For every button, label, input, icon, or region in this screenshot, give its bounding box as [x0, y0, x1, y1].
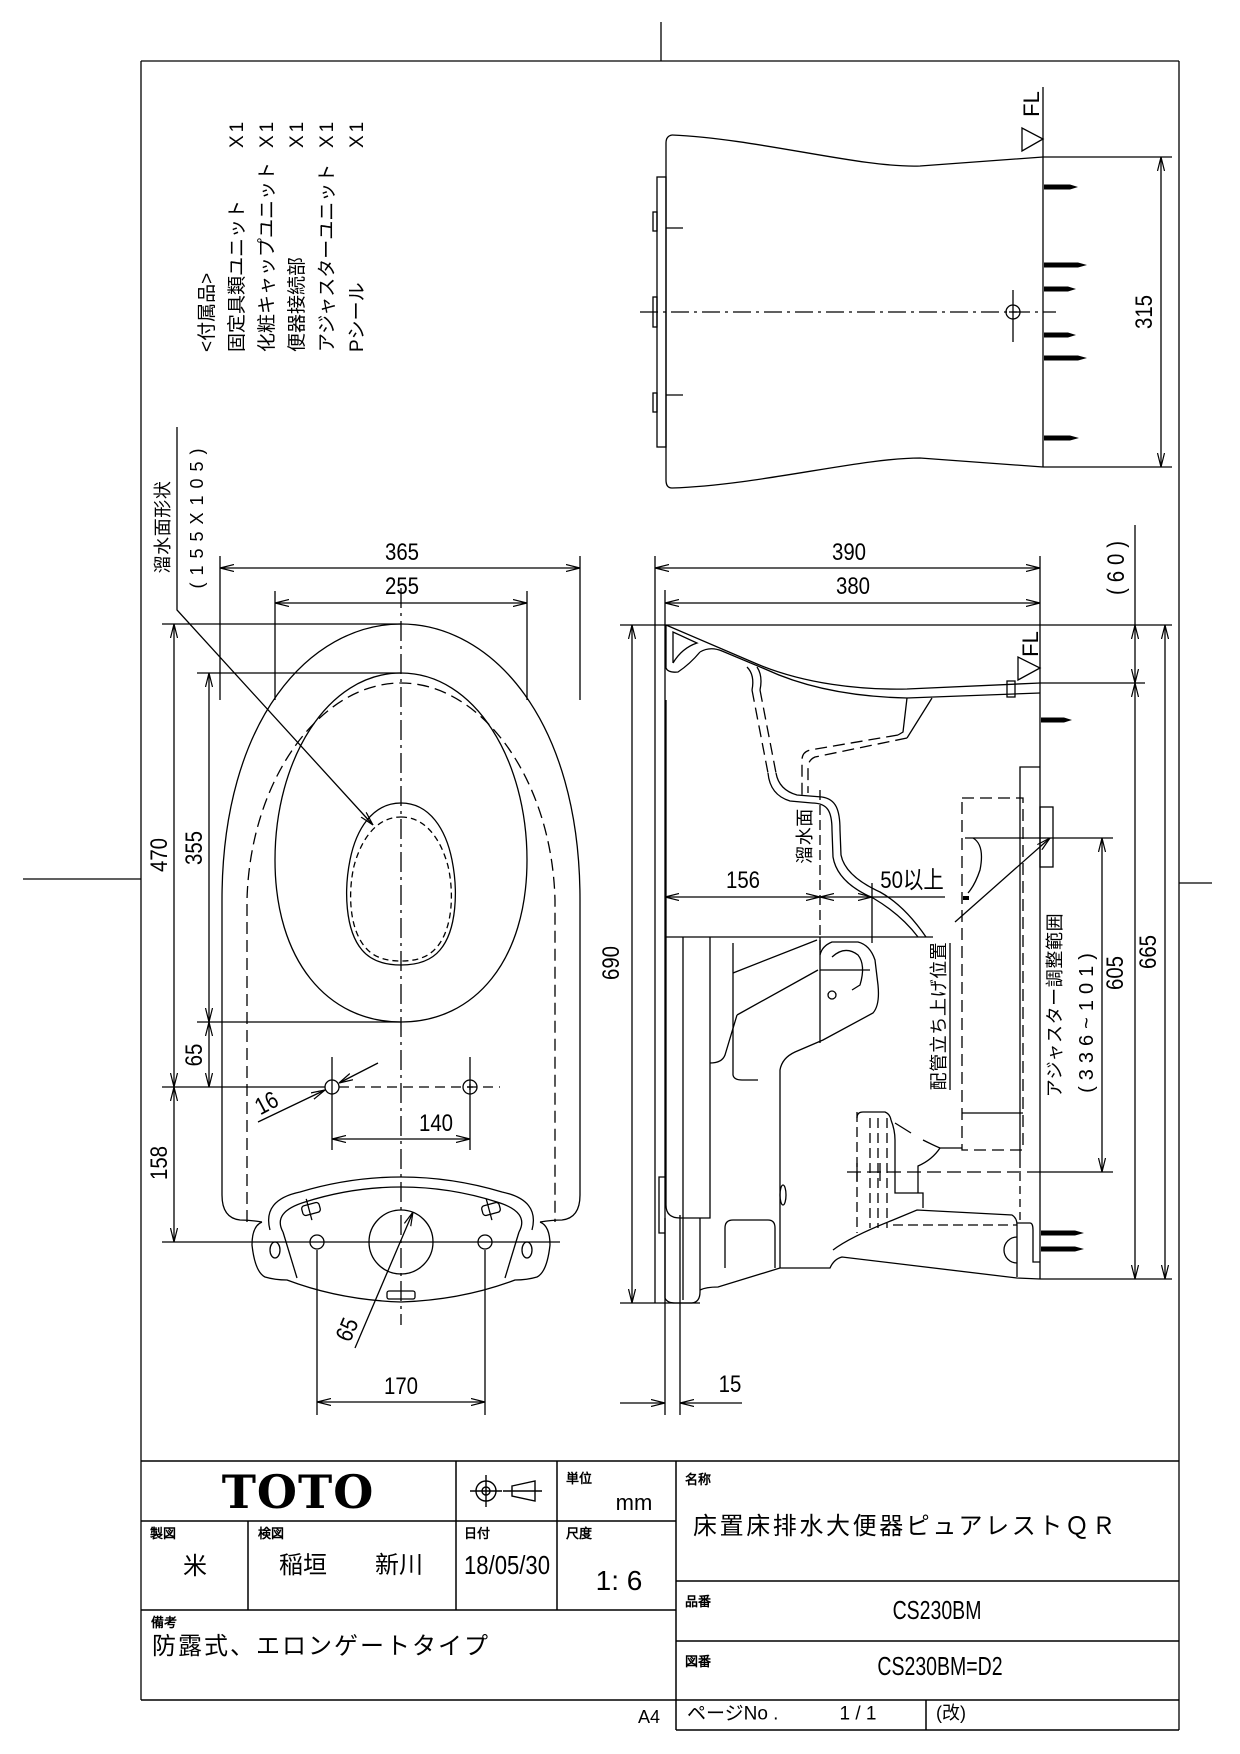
accessory-item: 便器接続部 — [287, 256, 308, 352]
dim-label-470: 470 — [146, 837, 173, 873]
water-surface-label: 溜水面 — [795, 808, 815, 864]
part-number-label: 品番 — [685, 1594, 712, 1609]
date-label: 日付 — [464, 1526, 491, 1541]
drawing-number-label: 図番 — [685, 1654, 712, 1669]
dim-label-380: 380 — [835, 573, 871, 600]
dim-label-255: 255 — [384, 573, 420, 600]
dim-label-50-min: 50以上 — [880, 867, 944, 894]
checker-label: 検図 — [258, 1526, 285, 1541]
sheet-size: A4 — [637, 1707, 661, 1727]
third-angle-projection-icon — [470, 1475, 542, 1507]
dim-label-355: 355 — [181, 830, 208, 866]
dimension-65-diameter — [354, 1212, 414, 1349]
dim-label-156: 156 — [725, 867, 761, 894]
accessory-item: 化粧キャップユニット — [257, 161, 278, 352]
adjuster-range-label: アジャスター調整範囲 — [1045, 912, 1065, 1098]
notes-value: 防露式、エロンゲートタイプ — [152, 1633, 490, 1660]
accessory-qty: X1 — [347, 118, 368, 148]
drawing-number-value: CS230BM=D2 — [877, 1651, 1003, 1681]
checker-1-value: 稲垣 — [279, 1552, 327, 1579]
adjuster-range-value: (336~101) — [1076, 947, 1098, 1093]
back-view-screws — [1044, 184, 1087, 441]
side-view-screws — [963, 717, 1084, 1252]
unit-value: mm — [615, 1490, 653, 1515]
floor-level-triangle-icon — [1021, 126, 1045, 153]
dim-label-365: 365 — [384, 539, 420, 566]
brand-logo: TOTO — [221, 1465, 375, 1519]
part-number-value: CS230BM — [892, 1595, 982, 1625]
page-label: ページNo . — [687, 1703, 779, 1725]
dim-label-140: 140 — [418, 1110, 454, 1137]
checker-2-value: 新川 — [375, 1552, 423, 1579]
pipe-riser-position-label: 配管立ち上げ位置 — [929, 941, 949, 1091]
dim-label-690: 690 — [598, 945, 625, 981]
page-value: 1 / 1 — [839, 1703, 877, 1725]
drafter-label: 製図 — [150, 1526, 177, 1541]
dimension-16 — [257, 1090, 325, 1123]
floor-level-label: FL — [1018, 631, 1043, 657]
dim-label-390: 390 — [831, 539, 867, 566]
dim-label-60: (60) — [1103, 534, 1130, 596]
water-surface-leader — [176, 427, 373, 825]
back-view-drawing — [640, 87, 1172, 489]
water-surface-shape-size: (155X105) — [187, 441, 207, 589]
accessory-qty: X1 — [317, 118, 338, 148]
drafter-value: 米 — [183, 1553, 207, 1580]
floor-level-label: FL — [1019, 91, 1044, 117]
side-view-drawing — [620, 525, 1172, 1415]
dim-label-665: 665 — [1135, 934, 1162, 970]
dim-label-158: 158 — [146, 1145, 173, 1181]
accessory-qty: X1 — [287, 118, 308, 148]
accessory-item: Pシール — [347, 282, 368, 352]
dim-label-605: 605 — [1102, 955, 1129, 991]
scale-label: 尺度 — [566, 1526, 593, 1541]
floor-level-triangle-icon — [1017, 655, 1042, 682]
unit-label: 単位 — [566, 1471, 593, 1486]
date-value: 18/05/30 — [463, 1550, 551, 1580]
accessory-qty: X1 — [227, 118, 248, 148]
plan-view-drawing — [162, 427, 581, 1415]
scale-value: 1: 6 — [595, 1565, 643, 1596]
dim-label-170: 170 — [383, 1373, 419, 1400]
accessory-item: 固定具類ユニット — [227, 199, 248, 352]
dim-label-15: 15 — [718, 1371, 742, 1398]
water-surface-shape-label: 溜水面形状 — [153, 480, 173, 574]
dim-label-65: 65 — [181, 1043, 208, 1067]
revision-label: (改) — [936, 1703, 966, 1723]
accessory-item: アジャスターユニット — [317, 163, 338, 352]
accessories-heading: <付属品> — [197, 272, 218, 352]
accessory-qty: X1 — [257, 118, 278, 148]
product-name-label: 名称 — [685, 1472, 712, 1487]
notes-label: 備考 — [151, 1615, 178, 1630]
sheet-frame — [23, 22, 1212, 1730]
dim-label-315: 315 — [1131, 294, 1158, 330]
product-name-value: 床置床排水大便器ピュアレストＱＲ — [693, 1513, 1119, 1540]
title-block-grid — [141, 1460, 1179, 1731]
